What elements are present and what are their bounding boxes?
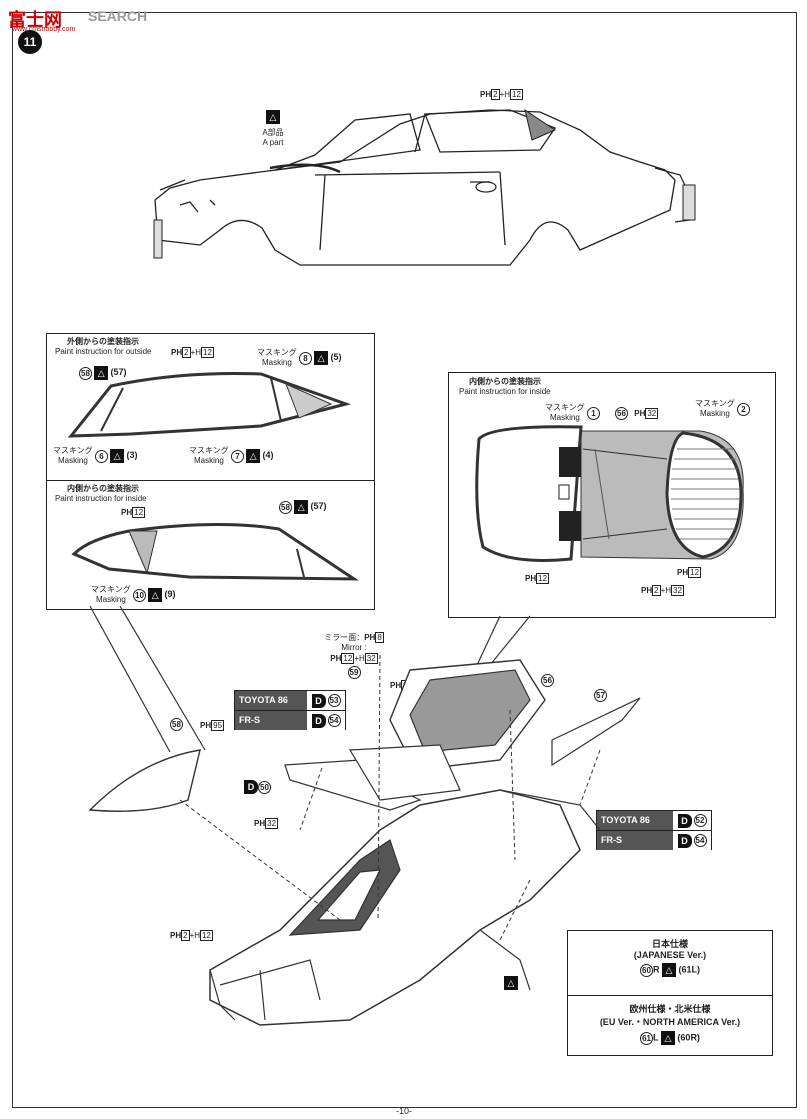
part-56-label: 56	[541, 674, 554, 687]
inside-small-window-drawing	[71, 522, 359, 581]
paint-brush-icon: △	[148, 588, 163, 602]
inside-large-roof-drawing	[475, 425, 744, 562]
bottom-paint-icon: △	[504, 974, 518, 992]
spec-eu-title: 欧州仕様・北米仕様	[629, 1004, 711, 1014]
inside-paint-box-large: 内側からの塗装指示 Paint instruction for inside マ…	[448, 372, 776, 618]
paint-brush-icon: △	[314, 351, 329, 365]
paint-brush-icon: △	[246, 449, 261, 463]
mirror-en: Mirror :	[341, 643, 367, 652]
mirror-jp: ミラー面：	[324, 633, 365, 642]
page-number: -10-	[395, 1106, 412, 1116]
inside-large-title-en: Paint instruction for inside	[459, 387, 551, 396]
outside-paint-box: 外側からの塗装指示 Paint instruction for outside …	[46, 333, 375, 481]
page-frame	[12, 12, 797, 1108]
spec-eu-section: 欧州仕様・北米仕様 (EU Ver.・NORTH AMERICA Ver.) 6…	[568, 1002, 772, 1045]
watermark-url: www.cmshobby.com	[12, 26, 76, 33]
main-body-assembly-drawing	[88, 605, 641, 1026]
step-number-badge: 11	[18, 30, 42, 54]
watermark: 富士网 SEARCH www.cmshobby.com	[4, 2, 164, 34]
paint-brush-icon: △	[110, 449, 125, 463]
outside-part-58: 58 △ (57)	[79, 366, 126, 380]
spec-jp-ver: (JAPANESE Ver.)	[633, 950, 707, 960]
top-car-body-drawing	[153, 108, 696, 266]
paint-brush-icon: △	[94, 366, 109, 380]
outside-title-en: Paint instruction for outside	[55, 347, 152, 356]
inside-paint-box-small: 内側からの塗装指示 Paint instruction for inside P…	[46, 480, 375, 610]
paint-brush-icon: △	[660, 1031, 675, 1045]
paint-brush-icon: △	[294, 500, 309, 514]
part-59: 59	[347, 666, 361, 679]
spec-jp-title: 日本仕様	[651, 939, 688, 949]
paint-brush-icon: △	[661, 963, 676, 977]
paint-brush-icon: △	[266, 109, 280, 124]
part-58-label: 58	[170, 718, 183, 731]
a-part-en: A part	[262, 138, 284, 147]
a-part-jp: A部品	[262, 128, 284, 137]
inside-small-title-jp: 内側からの塗装指示	[67, 484, 139, 493]
spec-eu-ver: (EU Ver.・NORTH AMERICA Ver.)	[599, 1017, 741, 1027]
outside-window-drawing	[67, 372, 352, 438]
a-part-icon-group: △ A部品 A part	[258, 108, 288, 148]
part-57-label: 57	[594, 689, 607, 702]
watermark-en: SEARCH	[88, 8, 148, 24]
inside-small-title-en: Paint instruction for inside	[55, 494, 147, 503]
inside-small-part-58: 58 △ (57)	[279, 500, 326, 514]
paint-brush-icon: △	[504, 975, 518, 990]
inside-large-title-jp: 内側からの塗装指示	[469, 377, 541, 386]
watermark-cn: 富士网	[8, 10, 62, 31]
outside-title-jp: 外側からの塗装指示	[67, 337, 139, 346]
